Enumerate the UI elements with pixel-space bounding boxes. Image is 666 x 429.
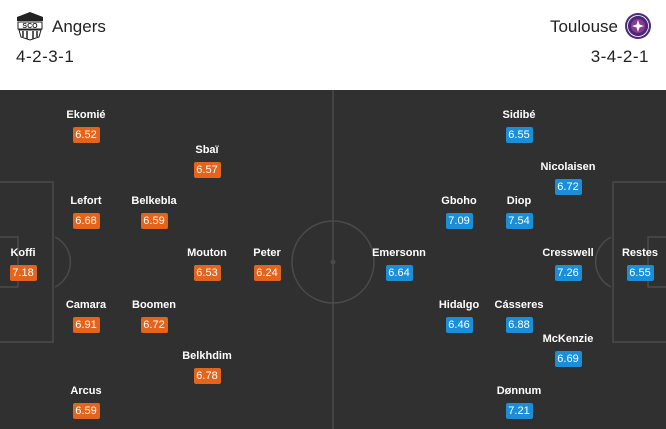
away-player-centre-back-3[interactable]: McKenzie 6.69 — [523, 333, 613, 367]
player-rating: 6.55 — [626, 265, 654, 281]
player-rating: 7.09 — [445, 213, 473, 229]
player-name: Cásseres — [494, 299, 544, 311]
away-player-wing-back-2[interactable]: Dønnum 7.21 — [474, 385, 564, 419]
home-player-striker[interactable]: Peter 6.24 — [222, 247, 312, 281]
player-rating: 6.68 — [72, 213, 100, 229]
player-name: Restes — [621, 247, 659, 259]
home-team-name: Angers — [52, 17, 106, 36]
player-name: Emersonn — [372, 247, 426, 259]
player-rating: 6.46 — [445, 317, 473, 333]
player-name: Lefort — [70, 195, 102, 207]
player-name: Mouton — [187, 247, 227, 259]
player-rating: 6.91 — [72, 317, 100, 333]
player-rating: 7.54 — [505, 213, 533, 229]
player-name: Arcus — [70, 385, 102, 397]
home-player-attacking-mid-2[interactable]: Mouton 6.53 — [162, 247, 252, 281]
player-rating: 7.26 — [554, 265, 582, 281]
player-name: Sbaï — [195, 144, 219, 156]
player-name: Diop — [506, 195, 532, 207]
player-rating: 6.24 — [253, 265, 281, 281]
away-player-attacking-mid-1[interactable]: Gboho 7.09 — [414, 195, 504, 229]
player-name: Koffi — [10, 247, 36, 259]
toulouse-crest-icon — [625, 13, 651, 39]
player-name: Belkhdim — [182, 350, 232, 362]
player-name: Ekomié — [66, 109, 106, 121]
away-player-goalkeeper[interactable]: Restes 6.55 — [595, 247, 666, 281]
away-player-central-mid-2[interactable]: Cásseres 6.88 — [474, 299, 564, 333]
away-player-centre-back-1[interactable]: Nicolaisen 6.72 — [523, 161, 613, 195]
football-pitch: Koffi 7.18 Lefort 6.68 Camara 6.91 Ekomi… — [0, 90, 666, 429]
away-team-name: Toulouse — [549, 17, 618, 36]
home-player-goalkeeper[interactable]: Koffi 7.18 — [0, 247, 68, 281]
home-formation: 4-2-3-1 — [16, 47, 75, 66]
player-name: Hidalgo — [438, 299, 480, 311]
player-rating: 6.78 — [193, 368, 221, 384]
player-rating: 6.59 — [72, 403, 100, 419]
home-player-defensive-mid-2[interactable]: Boomen 6.72 — [109, 299, 199, 333]
home-player-attacking-mid-1[interactable]: Sbaï 6.57 — [162, 144, 252, 178]
player-name: Sidibé — [502, 109, 536, 121]
away-formation: 3-4-2-1 — [590, 47, 649, 66]
player-name: Gboho — [441, 195, 477, 207]
home-player-attacking-mid-3[interactable]: Belkhdim 6.78 — [162, 350, 252, 384]
player-rating: 6.59 — [140, 213, 168, 229]
player-rating: 6.55 — [505, 127, 533, 143]
player-name: Peter — [253, 247, 281, 259]
player-name: Cresswell — [542, 247, 594, 259]
away-player-wing-back-1[interactable]: Sidibé 6.55 — [474, 109, 564, 143]
away-player-centre-back-2[interactable]: Cresswell 7.26 — [523, 247, 613, 281]
away-player-attacking-mid-2[interactable]: Hidalgo 6.46 — [414, 299, 504, 333]
player-rating: 7.21 — [505, 403, 533, 419]
pitch-markings — [0, 90, 666, 429]
player-rating: 6.72 — [554, 179, 582, 195]
svg-text:SCO: SCO — [22, 23, 38, 30]
home-player-full-back-2[interactable]: Arcus 6.59 — [41, 385, 131, 419]
home-player-full-back-1[interactable]: Ekomié 6.52 — [41, 109, 131, 143]
player-rating: 6.53 — [193, 265, 221, 281]
player-name: Nicolaisen — [540, 161, 596, 173]
player-rating: 6.64 — [385, 265, 413, 281]
player-rating: 6.52 — [72, 127, 100, 143]
player-rating: 6.57 — [193, 162, 221, 178]
player-name: McKenzie — [542, 333, 594, 345]
match-lineup-header: SCO Angers 4-2-3-1 Toulouse 3-4-2-1 — [0, 0, 666, 82]
away-player-central-mid-1[interactable]: Diop 7.54 — [474, 195, 564, 229]
angers-sco-crest-icon: SCO — [17, 12, 43, 41]
player-name: Boomen — [132, 299, 176, 311]
player-name: Camara — [65, 299, 107, 311]
away-player-striker[interactable]: Emersonn 6.64 — [354, 247, 444, 281]
home-player-centre-back-1[interactable]: Lefort 6.68 — [41, 195, 131, 229]
player-name: Dønnum — [496, 385, 542, 397]
player-rating: 6.69 — [554, 351, 582, 367]
home-player-defensive-mid-1[interactable]: Belkebla 6.59 — [109, 195, 199, 229]
home-player-centre-back-2[interactable]: Camara 6.91 — [41, 299, 131, 333]
player-rating: 6.88 — [505, 317, 533, 333]
player-rating: 7.18 — [9, 265, 37, 281]
player-rating: 6.72 — [140, 317, 168, 333]
player-name: Belkebla — [131, 195, 177, 207]
